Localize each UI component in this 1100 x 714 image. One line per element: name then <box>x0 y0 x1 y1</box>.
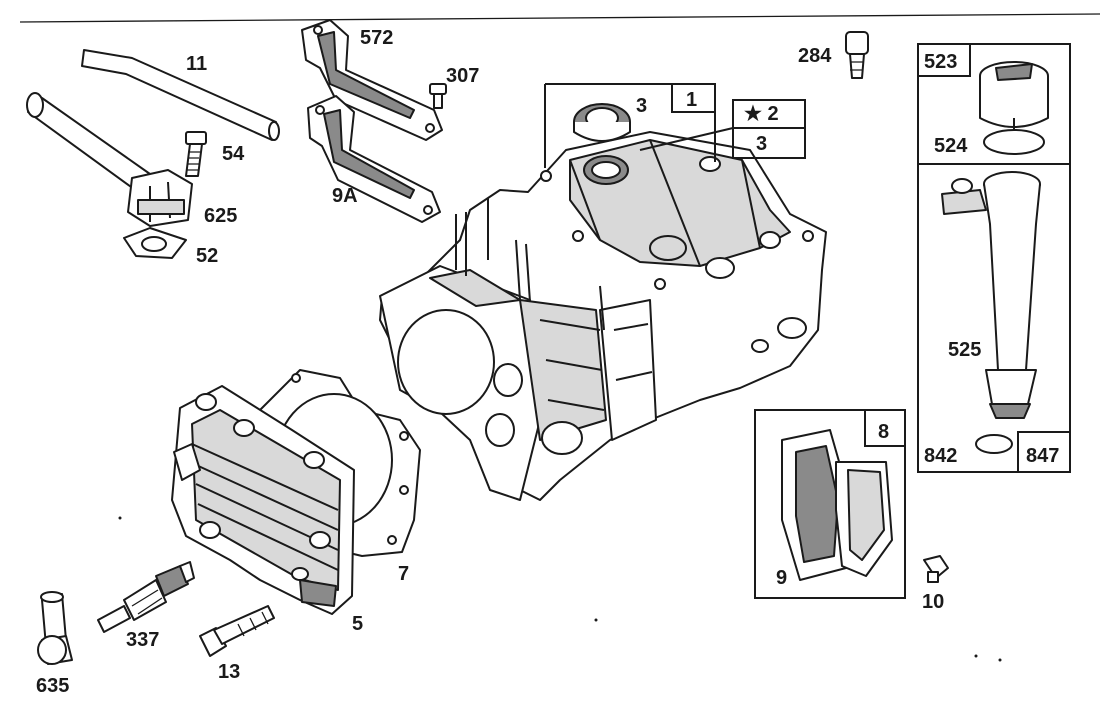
dipstick-assembly-box <box>917 43 1071 473</box>
part-572-gasket <box>301 19 443 141</box>
part-284-fitting <box>845 31 869 79</box>
part-11-tube <box>81 49 280 141</box>
label-7: 7 <box>398 563 409 585</box>
label-11: 11 <box>186 53 207 75</box>
part-10-screw <box>923 555 949 583</box>
part-52-gasket <box>123 227 187 259</box>
label-635: 635 <box>36 675 69 697</box>
scan-dot <box>118 516 122 520</box>
part-625-breather-tube <box>26 92 193 227</box>
label-525: 525 <box>948 339 981 361</box>
label-52: 52 <box>196 245 218 267</box>
part-337-spark-plug <box>97 561 195 633</box>
scan-dot <box>998 658 1002 662</box>
scan-dot <box>974 654 978 658</box>
part-635-spark-plug-boot <box>37 591 73 665</box>
label-13: 13 <box>218 661 240 683</box>
label-523: 523 <box>924 51 957 73</box>
part-9a-gasket <box>307 95 441 223</box>
label-10: 10 <box>922 591 944 613</box>
label-8: 8 <box>878 421 889 443</box>
kit-box-8 <box>754 409 906 599</box>
label-54: 54 <box>222 143 245 165</box>
kit-box-2 <box>639 99 806 159</box>
part-5-cylinder-head <box>171 385 355 615</box>
label-572: 572 <box>360 27 393 49</box>
label-5: 5 <box>352 613 363 635</box>
part-307-screw <box>429 83 447 109</box>
label-3-seal: 3 <box>636 95 647 117</box>
label-9: 9 <box>776 567 787 589</box>
top-border <box>19 13 1100 23</box>
label-307: 307 <box>446 65 479 87</box>
label-284: 284 <box>798 45 832 67</box>
label-842: 842 <box>924 445 957 467</box>
label-9a: 9A <box>332 185 358 207</box>
label-2-star: ★ 2 <box>744 103 779 125</box>
label-1: 1 <box>686 89 697 111</box>
label-847: 847 <box>1026 445 1059 467</box>
part-54-bolt <box>185 131 207 177</box>
kit-box-1 <box>544 83 716 168</box>
label-3-kit: 3 <box>756 133 767 155</box>
engine-block <box>379 131 827 501</box>
part-13-bolt <box>199 605 275 657</box>
scan-dot <box>594 618 598 622</box>
label-337: 337 <box>126 629 159 651</box>
label-524: 524 <box>934 135 968 157</box>
label-625: 625 <box>204 205 237 227</box>
